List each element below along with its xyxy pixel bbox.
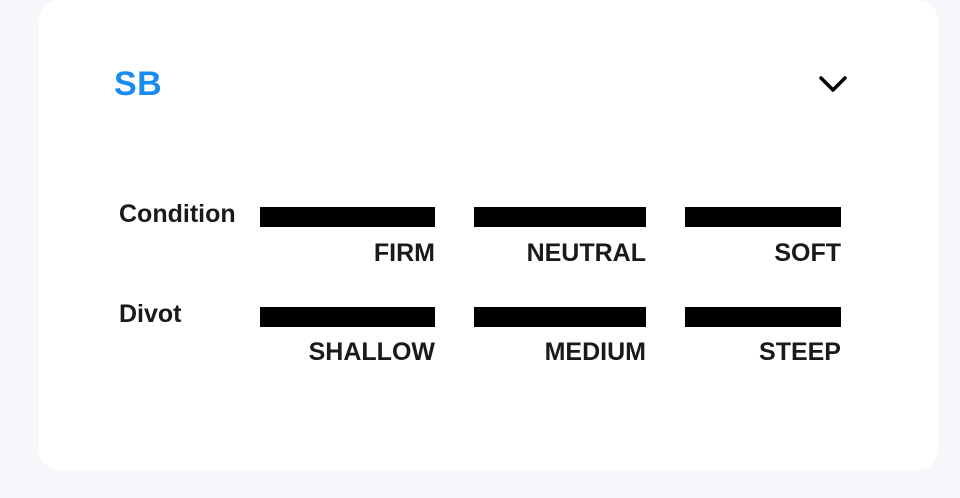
condition-option-soft-bar[interactable] (685, 207, 841, 227)
divot-option-shallow-label[interactable]: SHALLOW (308, 338, 435, 366)
condition-option-neutral-bar[interactable] (474, 207, 646, 227)
settings-card: SB Condition FIRM NEUTRAL SOFT Divot SHA… (39, 0, 938, 470)
condition-option-firm-bar[interactable] (260, 207, 435, 227)
condition-option-firm-label[interactable]: FIRM (373, 239, 435, 267)
condition-option-neutral-label[interactable]: NEUTRAL (526, 239, 646, 267)
divot-option-shallow-bar[interactable] (260, 307, 435, 327)
chevron-down-icon[interactable] (816, 70, 850, 100)
divot-option-steep-label[interactable]: STEEP (759, 338, 841, 366)
divot-option-steep-bar[interactable] (685, 307, 841, 327)
condition-label: Condition (119, 200, 236, 228)
divot-option-medium-bar[interactable] (474, 307, 646, 327)
divot-label: Divot (119, 300, 182, 328)
card-title: SB (114, 65, 163, 103)
condition-option-soft-label[interactable]: SOFT (774, 239, 841, 267)
divot-option-medium-label[interactable]: MEDIUM (544, 338, 646, 366)
